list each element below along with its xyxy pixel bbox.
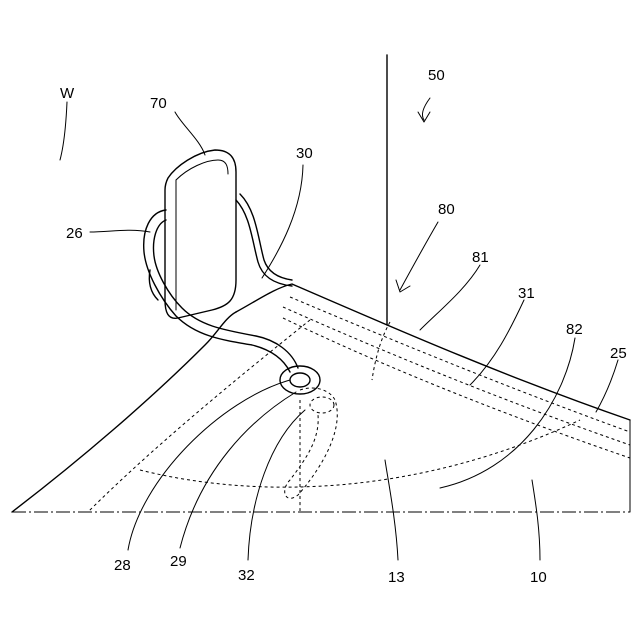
inner-line-31c [283, 318, 630, 458]
leader-10 [532, 480, 540, 560]
leader-26 [90, 230, 150, 232]
label-25: 25 [610, 345, 627, 362]
hidden-ring [310, 397, 334, 413]
arc-82 [140, 420, 580, 487]
label-w: W [60, 85, 75, 102]
leader-25 [596, 360, 618, 412]
leader-29 [180, 392, 296, 548]
wire-30-right-b [240, 194, 292, 280]
leader-28 [128, 380, 290, 550]
label-31: 31 [518, 285, 535, 302]
label-81: 81 [472, 249, 489, 266]
body-top-outline [236, 284, 630, 420]
leader-32 [248, 410, 305, 560]
wire-26-left-b [154, 220, 299, 368]
label-10: 10 [530, 569, 547, 586]
inner-line-81 [372, 322, 390, 380]
label-50: 50 [428, 67, 445, 84]
label-82: 82 [566, 321, 583, 338]
arrow-80 [400, 222, 438, 290]
leader-30 [262, 165, 303, 278]
label-13: 13 [388, 569, 405, 586]
label-30: 30 [296, 145, 313, 162]
label-26: 26 [66, 225, 83, 242]
leader-13 [385, 460, 398, 560]
label-70: 70 [150, 95, 167, 112]
leader-81 [420, 265, 480, 330]
label-28: 28 [114, 557, 131, 574]
arrow-50 [422, 98, 430, 120]
label-32: 32 [238, 567, 255, 584]
wire-30-right [236, 200, 292, 286]
leader-70 [175, 112, 205, 155]
ring-29 [290, 373, 310, 387]
inner-line-31a [290, 297, 630, 432]
hidden-hook-32 [285, 388, 338, 498]
inner-line-left [88, 320, 310, 512]
leader-31 [470, 300, 524, 385]
label-29: 29 [170, 553, 187, 570]
arrow-w [60, 102, 67, 160]
arrow-50-head [418, 112, 430, 122]
arrow-80-head [396, 280, 410, 292]
leader-82 [440, 338, 575, 488]
body-left-outline [12, 312, 236, 512]
label-80: 80 [438, 201, 455, 218]
